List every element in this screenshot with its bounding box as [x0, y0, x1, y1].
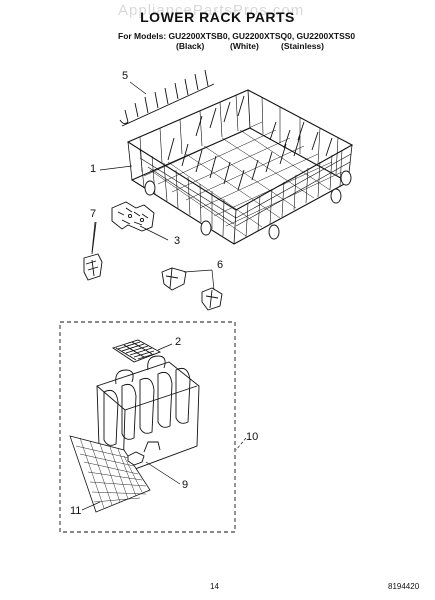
page-number: 14 — [210, 582, 219, 591]
basket-group-box — [59, 321, 236, 533]
rack-bumper-part-7 — [83, 221, 103, 281]
callout-9: 9 — [182, 479, 189, 491]
callout-3: 3 — [174, 235, 181, 247]
rack-tines-insert — [119, 69, 215, 127]
wheel-holders-part-6 — [161, 267, 223, 311]
basket-clip-part-9 — [127, 451, 145, 466]
callout-2: 2 — [175, 336, 182, 348]
page-title: LOWER RACK PARTS — [140, 9, 295, 25]
leader-lines — [81, 81, 247, 511]
callout-7: 7 — [90, 208, 97, 220]
basket-lid-part-11 — [69, 435, 151, 513]
finish-white: (White) — [230, 41, 259, 51]
finish-black: (Black) — [176, 41, 205, 51]
finish-stainless: (Stainless) — [281, 41, 324, 51]
lower-rack — [126, 89, 354, 245]
document-number: 8194420 — [388, 582, 420, 591]
callout-1: 1 — [90, 163, 97, 175]
callout-6: 6 — [217, 259, 224, 271]
basket-cover-part-2 — [111, 339, 162, 363]
callout-10: 10 — [246, 431, 259, 443]
models-line: For Models: GU2200XTSB0, GU2200XTSQ0, GU… — [118, 31, 356, 41]
callout-5: 5 — [122, 70, 129, 82]
rack-clip-part-3 — [111, 201, 155, 232]
callout-11: 11 — [70, 505, 82, 517]
watermark: AppliancePartsPros.com — [118, 2, 305, 19]
